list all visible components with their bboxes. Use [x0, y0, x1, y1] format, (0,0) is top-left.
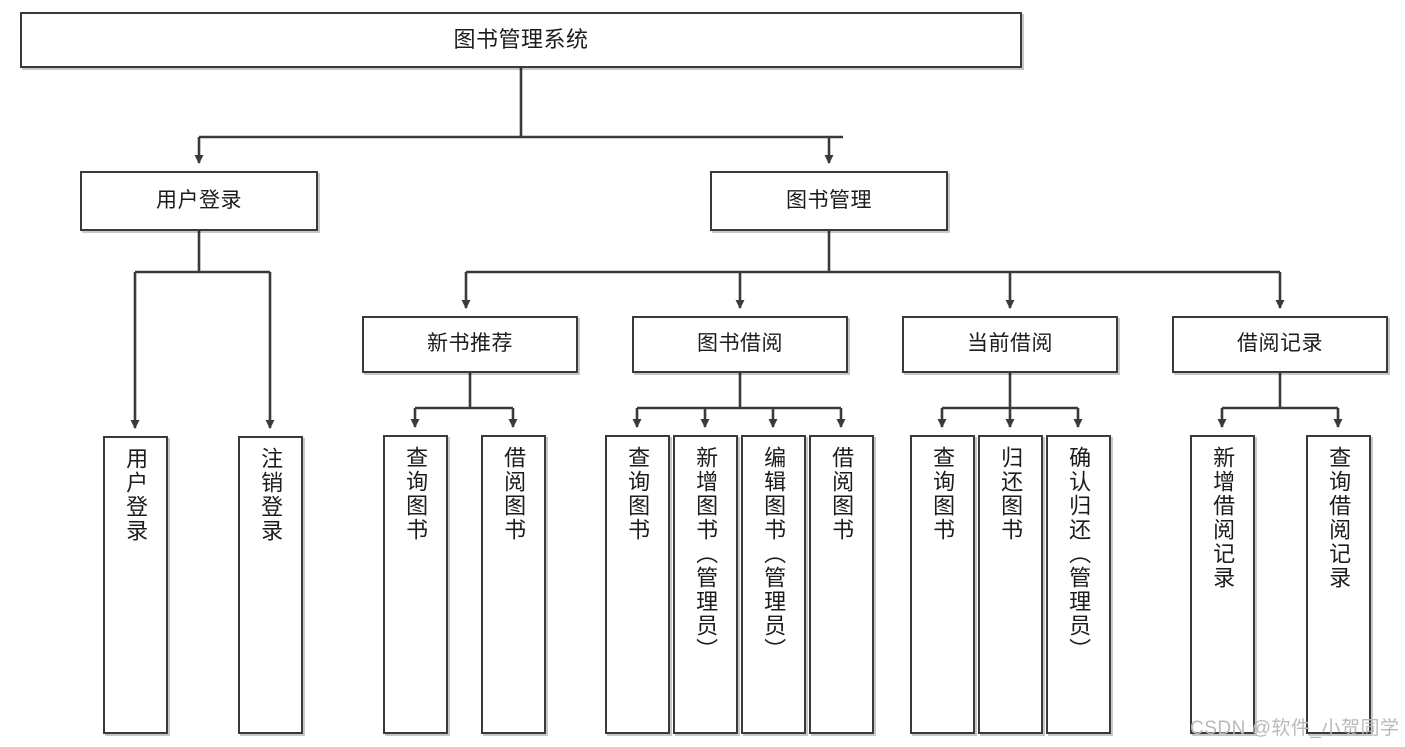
node-label: 注销登录: [258, 447, 284, 543]
node-label: 编辑图书（管理员）: [761, 446, 787, 662]
node-label: 借阅图书: [501, 446, 527, 542]
leaf-record-add[interactable]: 新增借阅记录: [1190, 435, 1255, 734]
node-label: 确认归还（管理员）: [1066, 446, 1092, 662]
node-label: 归还图书: [998, 446, 1024, 542]
node-book-management[interactable]: 图书管理: [710, 171, 948, 231]
node-label: 借阅记录: [1237, 332, 1323, 356]
node-root[interactable]: 图书管理系统: [20, 12, 1022, 68]
node-label: 新书推荐: [427, 332, 513, 356]
node-label: 图书管理: [786, 188, 872, 212]
node-borrow-record[interactable]: 借阅记录: [1172, 316, 1388, 373]
node-label: 查询图书: [930, 446, 956, 542]
node-label: 查询图书: [403, 446, 429, 542]
leaf-current-return-book[interactable]: 归还图书: [978, 435, 1043, 734]
leaf-borrow-add-book[interactable]: 新增图书（管理员）: [673, 435, 738, 734]
leaf-current-query-book[interactable]: 查询图书: [910, 435, 975, 734]
leaf-newbook-borrow-book[interactable]: 借阅图书: [481, 435, 546, 734]
node-label: 图书借阅: [697, 332, 783, 356]
leaf-borrow-query-book[interactable]: 查询图书: [605, 435, 670, 734]
node-label: 查询借阅记录: [1326, 446, 1352, 590]
node-label: 当前借阅: [967, 332, 1053, 356]
leaf-user-logout[interactable]: 注销登录: [238, 436, 303, 734]
leaf-newbook-query-book[interactable]: 查询图书: [383, 435, 448, 734]
node-label: 新增借阅记录: [1210, 446, 1236, 590]
leaf-user-login[interactable]: 用户登录: [103, 436, 168, 734]
node-user-login[interactable]: 用户登录: [80, 171, 318, 231]
node-new-book-recommend[interactable]: 新书推荐: [362, 316, 578, 373]
leaf-current-confirm-return[interactable]: 确认归还（管理员）: [1046, 435, 1111, 734]
leaf-borrow-borrow-book[interactable]: 借阅图书: [809, 435, 874, 734]
node-label: 图书管理系统: [453, 27, 589, 53]
leaf-record-query[interactable]: 查询借阅记录: [1306, 435, 1371, 734]
node-book-borrow[interactable]: 图书借阅: [632, 316, 848, 373]
node-label: 用户登录: [156, 188, 242, 212]
node-label: 借阅图书: [829, 446, 855, 542]
node-label: 用户登录: [123, 447, 149, 543]
leaf-borrow-edit-book[interactable]: 编辑图书（管理员）: [741, 435, 806, 734]
node-current-borrow[interactable]: 当前借阅: [902, 316, 1118, 373]
node-label: 查询图书: [625, 446, 651, 542]
node-label: 新增图书（管理员）: [693, 446, 719, 662]
